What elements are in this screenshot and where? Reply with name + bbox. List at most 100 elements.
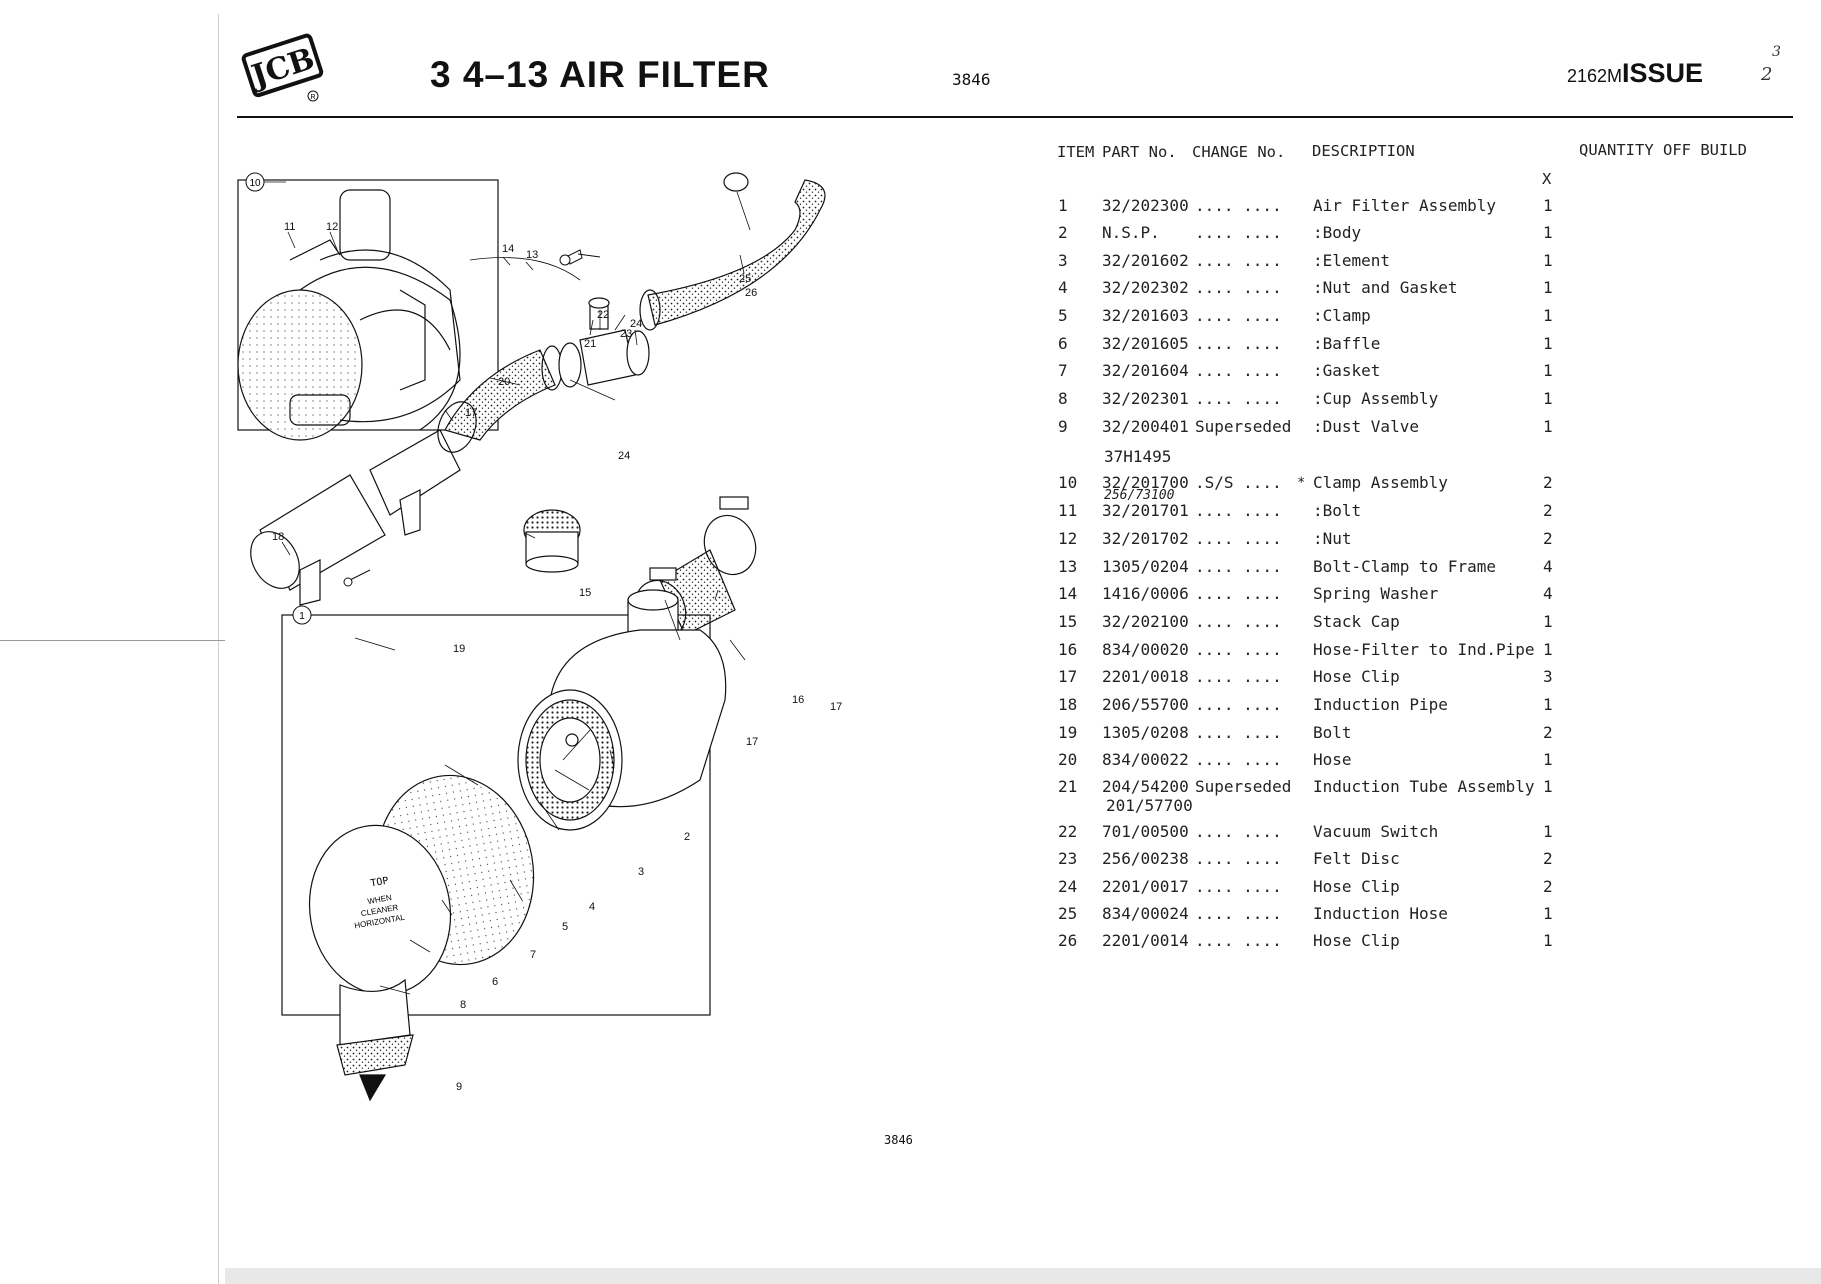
row-part-number: 834/00020 xyxy=(1102,640,1189,659)
row-change: .... .... xyxy=(1195,750,1282,769)
row-part-number: 834/00024 xyxy=(1102,904,1189,923)
row-item: 13 xyxy=(1058,557,1078,576)
row-quantity: 1 xyxy=(1543,612,1553,631)
row-change: .... .... xyxy=(1195,196,1282,215)
callout-14: 14 xyxy=(502,243,514,255)
row-item: 2 xyxy=(1058,223,1068,242)
header-part: PART No. xyxy=(1102,143,1177,161)
row-change: .... .... xyxy=(1195,529,1282,548)
row-change: .... .... xyxy=(1195,695,1282,714)
row-part-number: 32/201605 xyxy=(1102,334,1189,353)
issue-label: ISSUE xyxy=(1622,58,1704,88)
handwritten-issue: 2 xyxy=(1761,64,1773,85)
row-change: .... .... xyxy=(1195,306,1282,325)
row-description: Spring Washer xyxy=(1313,584,1439,603)
row-item: 19 xyxy=(1058,723,1078,742)
row-change: .... .... xyxy=(1195,849,1282,868)
row-quantity: 2 xyxy=(1543,723,1553,742)
callout-5: 5 xyxy=(562,921,568,933)
callout-12: 12 xyxy=(326,221,338,233)
air-filter-box xyxy=(281,614,711,1016)
bolt-13 xyxy=(559,249,601,266)
row-change: .... .... xyxy=(1195,251,1282,270)
row-item: 15 xyxy=(1058,612,1078,631)
header-rule xyxy=(237,116,1793,118)
callout-17b: 17 xyxy=(830,701,842,713)
hose-20 xyxy=(437,345,563,453)
clamp-detail-box xyxy=(237,179,581,441)
row-change: .... .... xyxy=(1195,612,1282,631)
row-description: Felt Disc xyxy=(1313,849,1400,868)
callout-circle-1 xyxy=(292,605,312,625)
row-change: .... .... xyxy=(1195,667,1282,686)
row-quantity: 1 xyxy=(1543,695,1553,714)
row-description: :Bolt xyxy=(1313,501,1362,520)
cup-assembly-8 xyxy=(308,774,535,1102)
row-change: .... .... xyxy=(1195,584,1282,603)
row-item: 16 xyxy=(1058,640,1078,659)
row-description: :Baffle xyxy=(1313,334,1381,353)
row-part-number: 32/202302 xyxy=(1102,278,1189,297)
row-quantity: 1 xyxy=(1543,389,1553,408)
row-description: Induction Pipe xyxy=(1313,695,1448,714)
handwritten-issue-top: 3 xyxy=(1772,44,1781,60)
row-description: :Element xyxy=(1313,251,1391,270)
callout-6: 6 xyxy=(492,976,498,988)
callout-7: 7 xyxy=(530,949,536,961)
row-change: .... .... xyxy=(1195,931,1282,950)
row-part-number: 2201/0017 xyxy=(1102,877,1189,896)
row-description: Induction Tube Assembly xyxy=(1313,777,1535,796)
row-item: 21 xyxy=(1058,777,1078,796)
row-change: .... .... xyxy=(1195,361,1282,380)
row-quantity: 1 xyxy=(1543,750,1553,769)
row-part-number: 2201/0018 xyxy=(1102,667,1189,686)
row-quantity: 1 xyxy=(1543,822,1553,841)
row-item: 24 xyxy=(1058,877,1078,896)
scan-bottom-band xyxy=(225,1268,1821,1284)
row-quantity: 1 xyxy=(1543,361,1553,380)
row-description: Air Filter Assembly xyxy=(1313,196,1497,215)
row-description: :Cup Assembly xyxy=(1313,389,1439,408)
row-item: 23 xyxy=(1058,849,1078,868)
row-change: .... .... xyxy=(1195,334,1282,353)
callout-9: 9 xyxy=(456,1081,462,1093)
row-change: .... .... xyxy=(1195,223,1282,242)
callout-24: 24 xyxy=(630,318,642,330)
callout-18: 18 xyxy=(272,531,284,543)
callout-16: 16 xyxy=(792,694,804,706)
row-quantity: 2 xyxy=(1543,501,1553,520)
row-item: 25 xyxy=(1058,904,1078,923)
row-part-number: 2201/0014 xyxy=(1102,931,1189,950)
row-part-number: 32/201701 xyxy=(1102,501,1189,520)
row-part-number: 206/55700 xyxy=(1102,695,1189,714)
row-part-number: 32/202301 xyxy=(1102,389,1189,408)
row-quantity: 1 xyxy=(1543,251,1553,270)
row-description: Hose Clip xyxy=(1313,667,1400,686)
row-item: 6 xyxy=(1058,334,1068,353)
row-quantity: 3 xyxy=(1543,667,1553,686)
cup-top-label: TOP xyxy=(370,876,390,890)
callout-25: 25 xyxy=(739,273,751,285)
row-description: :Nut and Gasket xyxy=(1313,278,1458,297)
row-change: Superseded xyxy=(1195,417,1292,436)
row-description: Clamp Assembly xyxy=(1313,473,1448,492)
row-quantity: 1 xyxy=(1543,278,1553,297)
row-quantity: 1 xyxy=(1543,931,1553,950)
row-item: 14 xyxy=(1058,584,1078,603)
row-item: 9 xyxy=(1058,417,1068,436)
row-part-number: 32/200401 xyxy=(1102,417,1189,436)
induction-hose-25 xyxy=(639,172,826,331)
header-build-x: X xyxy=(1542,170,1552,188)
row-part-number: 32/202100 xyxy=(1102,612,1189,631)
row-quantity: 2 xyxy=(1543,877,1553,896)
star-mark-10: * xyxy=(1297,475,1306,491)
header-item: ITEM xyxy=(1057,143,1095,161)
callout-21: 21 xyxy=(584,338,596,350)
callout-3: 3 xyxy=(638,866,644,878)
row-part-number: 1305/0208 xyxy=(1102,723,1189,742)
header-quantity: QUANTITY OFF BUILD xyxy=(1579,141,1747,159)
row-part-number: 701/00500 xyxy=(1102,822,1189,841)
page-code: 3846 xyxy=(952,70,991,89)
row-change: .... .... xyxy=(1195,822,1282,841)
row-quantity: 2 xyxy=(1543,473,1553,492)
